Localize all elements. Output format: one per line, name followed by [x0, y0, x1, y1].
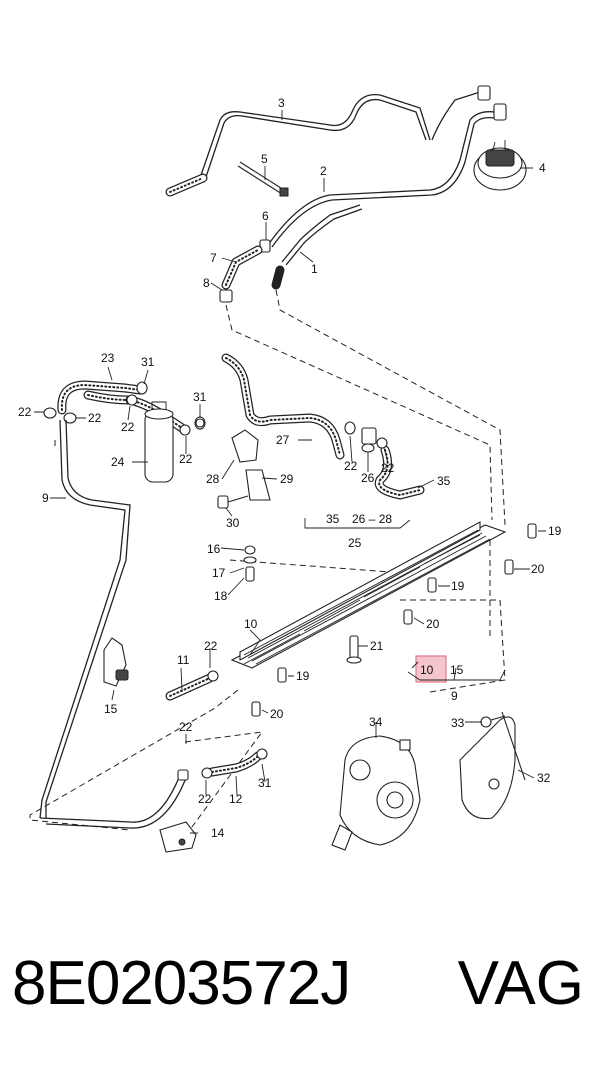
- label-12: 12: [229, 792, 243, 806]
- label-10-b: 10: [420, 663, 434, 677]
- hose-7[interactable]: [221, 245, 263, 290]
- label-17: 17: [212, 566, 226, 580]
- fuel-filter-24[interactable]: [144, 401, 174, 483]
- label-28: 28: [206, 472, 220, 486]
- label-15-a: 15: [104, 702, 118, 716]
- label-16: 16: [207, 542, 221, 556]
- label-3: 3: [278, 96, 285, 110]
- fuel-pump-34[interactable]: [331, 735, 421, 851]
- label-6: 6: [262, 209, 269, 223]
- label-14: 14: [211, 826, 225, 840]
- callout-labels: 3 5 2 1 4 6 7 8 23 31 31 22 22 22 22 24 …: [18, 96, 562, 840]
- connector-8[interactable]: [219, 289, 233, 303]
- parts-diagram: 3 5 2 1 4 6 7 8 23 31 31 22 22 22 22 24 …: [18, 85, 562, 853]
- label-8: 8: [203, 276, 210, 290]
- label-26-28: 26 – 28: [352, 512, 392, 526]
- label-22-a: 22: [18, 405, 32, 419]
- fuel-pump-flange-4[interactable]: [473, 140, 527, 191]
- label-19-b: 19: [451, 579, 465, 593]
- label-31-a: 31: [141, 355, 155, 369]
- label-22-e: 22: [344, 459, 358, 473]
- label-19-a: 19: [548, 524, 562, 538]
- label-22-c: 22: [121, 420, 135, 434]
- leader-lines: [34, 110, 546, 834]
- label-33: 33: [451, 716, 465, 730]
- highlight-box: [415, 655, 447, 683]
- label-20-c: 20: [270, 707, 284, 721]
- brand-name: VAG: [457, 949, 584, 1018]
- label-18: 18: [214, 589, 228, 603]
- fuel-line-1[interactable]: [271, 204, 363, 290]
- group-bracket-25: [304, 518, 411, 529]
- label-19-c: 19: [296, 669, 310, 683]
- label-10-a: 10: [244, 617, 258, 631]
- label-7: 7: [210, 251, 217, 265]
- label-11: 11: [177, 653, 190, 667]
- label-34: 34: [369, 715, 383, 729]
- label-23: 23: [101, 351, 115, 365]
- clamps-22-31-middle[interactable]: [195, 418, 388, 449]
- hose-11[interactable]: [165, 670, 219, 701]
- label-20-b: 20: [426, 617, 440, 631]
- label-5: 5: [261, 152, 268, 166]
- part-number: 8E0203572J: [12, 949, 351, 1018]
- label-2: 2: [320, 164, 327, 178]
- bracket-28-29[interactable]: [231, 429, 271, 501]
- label-22-i: 22: [198, 792, 212, 806]
- label-25: 25: [348, 536, 362, 550]
- label-20-a: 20: [531, 562, 545, 576]
- fuel-line-3[interactable]: [165, 85, 491, 197]
- strap-5[interactable]: [237, 161, 289, 197]
- label-30: 30: [226, 516, 240, 530]
- label-22-f: 22: [381, 461, 395, 475]
- label-9-a: 9: [42, 491, 49, 505]
- label-22-d: 22: [179, 452, 193, 466]
- connector-14[interactable]: [159, 821, 197, 853]
- label-4: 4: [539, 161, 546, 175]
- hose-27[interactable]: [221, 353, 345, 460]
- label-22-h: 22: [179, 720, 193, 734]
- hose-12[interactable]: [201, 748, 268, 779]
- label-15-b: 15: [450, 663, 464, 677]
- dashed-guide-lines: [29, 289, 506, 851]
- bolt-30[interactable]: [217, 495, 249, 509]
- valve-26[interactable]: [361, 427, 377, 453]
- label-29: 29: [280, 472, 294, 486]
- fuel-cooler-10[interactable]: [230, 521, 507, 669]
- label-9-b: 9: [451, 689, 458, 703]
- label-22-g: 22: [204, 639, 218, 653]
- bracket-32[interactable]: [459, 711, 526, 820]
- label-22-b: 22: [88, 411, 102, 425]
- connector-15[interactable]: [103, 637, 129, 687]
- label-31-b: 31: [193, 390, 207, 404]
- label-35-b: 35: [326, 512, 340, 526]
- label-35-a: 35: [437, 474, 451, 488]
- fixings-16-21[interactable]: [243, 523, 537, 717]
- label-31-c: 31: [258, 776, 272, 790]
- label-32: 32: [537, 771, 551, 785]
- fuel-line-9-left[interactable]: [39, 419, 189, 829]
- label-1: 1: [311, 262, 318, 276]
- label-27: 27: [276, 433, 290, 447]
- label-26: 26: [361, 471, 375, 485]
- label-21: 21: [370, 639, 384, 653]
- fuel-line-2[interactable]: [267, 103, 507, 248]
- label-24: 24: [111, 455, 125, 469]
